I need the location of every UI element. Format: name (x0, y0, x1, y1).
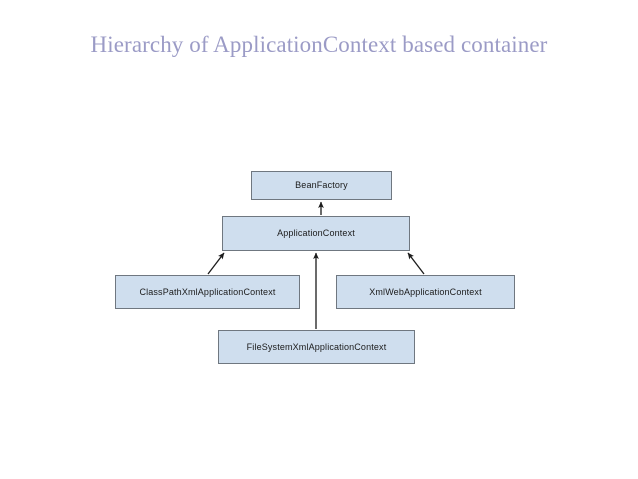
class-node-label: ClassPathXmlApplicationContext (139, 286, 276, 297)
class-node-filesystemxmlapplicationcontext[interactable]: FileSystemXmlApplicationContext (218, 330, 415, 364)
class-node-label: ApplicationContext (277, 228, 355, 238)
class-node-label: XmlWebApplicationContext (369, 286, 482, 297)
class-node-beanfactory[interactable]: BeanFactory (251, 171, 392, 200)
edge-classpathxml-to-applicationcontext (207, 252, 225, 275)
page-title: Hierarchy of ApplicationContext based co… (90, 32, 548, 57)
class-node-xmlwebapplicationcontext[interactable]: XmlWebApplicationContext (336, 275, 515, 309)
class-node-classpathxmlapplicationcontext[interactable]: ClassPathXmlApplicationContext (115, 275, 300, 309)
class-node-label: BeanFactory (295, 180, 348, 190)
class-node-applicationcontext[interactable]: ApplicationContext (222, 216, 410, 251)
class-node-label: FileSystemXmlApplicationContext (246, 341, 387, 352)
edge-xmlweb-to-applicationcontext (407, 252, 425, 275)
